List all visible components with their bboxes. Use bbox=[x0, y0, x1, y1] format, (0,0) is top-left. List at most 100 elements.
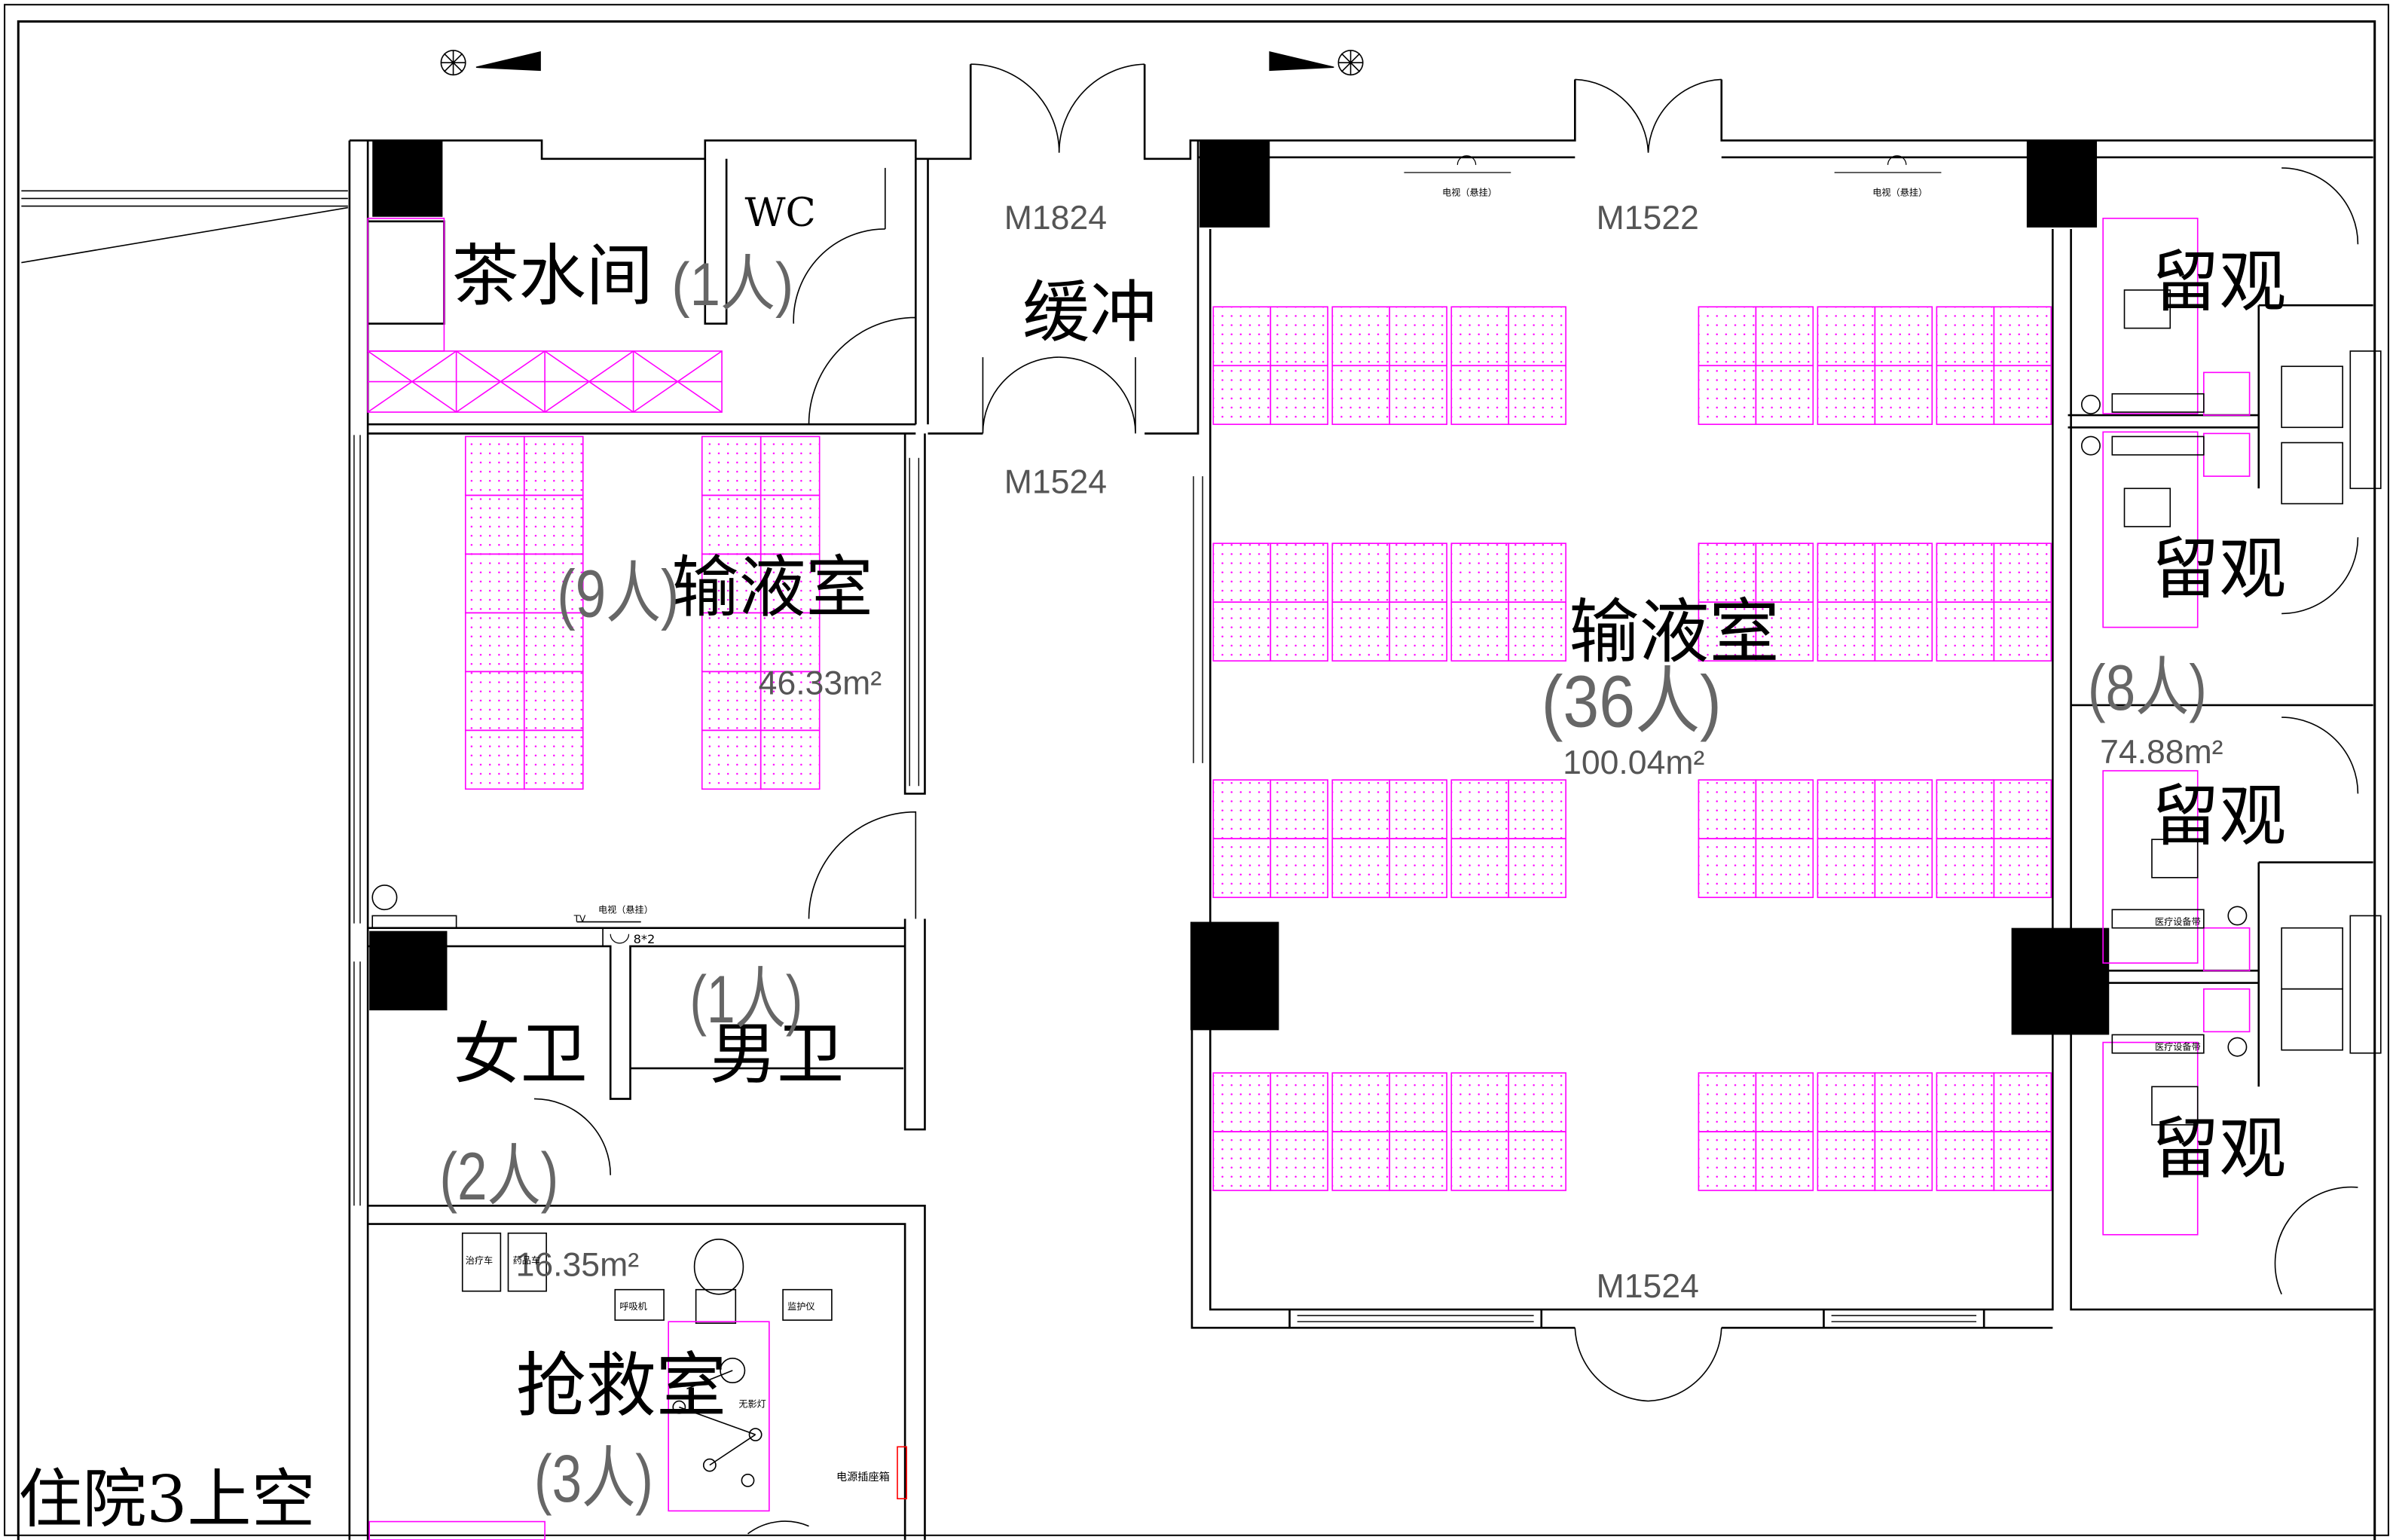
infusion-chair bbox=[1936, 838, 1995, 898]
shadowless-lamp-label: 无影灯 bbox=[738, 1399, 766, 1410]
infusion-chair bbox=[1874, 306, 1933, 367]
infusion-chair bbox=[1698, 779, 1757, 839]
infusion-chair bbox=[1755, 1131, 1814, 1191]
door-tag-m1524-buffer: M1524 bbox=[1004, 463, 1107, 500]
tv-hanging-label-2: 电视（悬挂） bbox=[1872, 186, 1927, 197]
door-tag-m1824: M1824 bbox=[1004, 200, 1107, 237]
infusion-chair bbox=[1936, 306, 1995, 367]
observation-occupancy: (8人) bbox=[2088, 652, 2207, 724]
infusion-small-occupancy: (9人) bbox=[557, 555, 679, 631]
observation-label-1: 留观 bbox=[2152, 243, 2286, 322]
tv-label: TV bbox=[573, 914, 586, 924]
infusion-chair bbox=[1755, 306, 1814, 367]
infusion-chair bbox=[1755, 365, 1814, 426]
infusion-chair bbox=[523, 612, 584, 673]
infusion-chair bbox=[1270, 306, 1329, 367]
infusion-chair bbox=[1212, 601, 1272, 662]
balcony-rail bbox=[21, 190, 348, 264]
infusion-chair bbox=[1698, 365, 1757, 426]
infusion-chair bbox=[759, 494, 821, 555]
medical-equipment-label-2: 医疗设备带 bbox=[2155, 1042, 2201, 1053]
infusion-chair bbox=[1508, 1131, 1566, 1191]
infusion-chair bbox=[1331, 1131, 1391, 1191]
infusion-chair bbox=[1817, 838, 1876, 898]
corner-label: 住院3上空 bbox=[18, 1463, 315, 1538]
infusion-chair bbox=[1936, 1131, 1995, 1191]
walls-right bbox=[1190, 79, 2373, 1329]
infusion-chair bbox=[1212, 542, 1272, 603]
infusion-chair bbox=[464, 494, 525, 555]
infusion-chair bbox=[1817, 779, 1876, 839]
infusion-chair bbox=[1450, 838, 1510, 898]
tea-counter bbox=[367, 217, 723, 413]
infusion-chair bbox=[1874, 601, 1933, 662]
infusion-chair bbox=[1874, 542, 1933, 603]
infusion-chair bbox=[1331, 306, 1391, 367]
infusion-chair bbox=[464, 553, 525, 614]
infusion-chair bbox=[1508, 1072, 1566, 1132]
tea-room-label: 茶水间 bbox=[452, 237, 653, 316]
infusion-chair bbox=[1450, 306, 1510, 367]
infusion-chair bbox=[1450, 542, 1510, 603]
infusion-chair bbox=[1874, 838, 1933, 898]
infusion-chair bbox=[1755, 838, 1814, 898]
infusion-chair bbox=[1817, 1131, 1876, 1191]
infusion-chair bbox=[1817, 365, 1876, 426]
infusion-chair bbox=[701, 671, 762, 732]
infusion-chair bbox=[1874, 779, 1933, 839]
infusion-chair bbox=[759, 553, 821, 614]
infusion-chair bbox=[1508, 365, 1566, 426]
infusion-chair bbox=[1270, 1131, 1329, 1191]
tea-room-occupancy: (1人) bbox=[671, 251, 793, 319]
rescue-room-label: 抢救室 bbox=[516, 1346, 726, 1427]
infusion-chair bbox=[1874, 1072, 1933, 1132]
infusion-chair bbox=[523, 671, 584, 732]
infusion-chair bbox=[1270, 365, 1329, 426]
infusion-small-area: 46.33m² bbox=[759, 665, 882, 702]
infusion-chair bbox=[523, 729, 584, 790]
infusion-chair bbox=[1212, 1131, 1272, 1191]
socket-label: 8*2 bbox=[634, 932, 656, 946]
infusion-chair bbox=[1389, 601, 1447, 662]
observation-beds bbox=[2102, 217, 2251, 1236]
door-swings bbox=[533, 63, 2359, 1535]
infusion-chair bbox=[1698, 1131, 1757, 1191]
windows bbox=[353, 435, 1977, 1322]
infusion-chair bbox=[1936, 779, 1995, 839]
infusion-chair bbox=[1993, 838, 2052, 898]
infusion-chair bbox=[1508, 542, 1566, 603]
infusion-chair bbox=[759, 612, 821, 673]
north-arrow-icon bbox=[440, 50, 541, 76]
infusion-chair bbox=[1270, 601, 1329, 662]
observation-area: 74.88m² bbox=[2100, 734, 2223, 771]
infusion-chair bbox=[1993, 365, 2052, 426]
medical-equipment-label-1: 医疗设备带 bbox=[2155, 917, 2201, 927]
infusion-chair bbox=[1331, 601, 1391, 662]
infusion-chair bbox=[701, 729, 762, 790]
infusion-chair bbox=[1993, 1072, 2052, 1132]
infusion-chair bbox=[1936, 601, 1995, 662]
infusion-chair bbox=[1755, 542, 1814, 603]
infusion-chair bbox=[1874, 365, 1933, 426]
male-wc-label: 男卫 bbox=[710, 1016, 844, 1094]
infusion-chair bbox=[1508, 306, 1566, 367]
infusion-chair bbox=[1331, 838, 1391, 898]
ceiling-tv-icons bbox=[558, 155, 1942, 944]
ventilator-label: 呼吸机 bbox=[619, 1301, 646, 1312]
infusion-chair bbox=[1755, 601, 1814, 662]
observation-label-3: 留观 bbox=[2152, 778, 2286, 856]
power-box-label: 电源插座箱 bbox=[836, 1471, 890, 1483]
infusion-chair bbox=[1817, 1072, 1876, 1132]
infusion-chair bbox=[1450, 1131, 1510, 1191]
door-tag-m1522: M1522 bbox=[1597, 200, 1699, 237]
medicine-cart-label: 药品车 bbox=[513, 1254, 540, 1266]
infusion-chair bbox=[464, 435, 525, 497]
infusion-chair bbox=[1755, 1072, 1814, 1132]
infusion-chair bbox=[759, 729, 821, 790]
infusion-chair bbox=[1450, 1072, 1510, 1132]
infusion-chair bbox=[523, 553, 584, 614]
wc-label: WC bbox=[744, 190, 815, 236]
infusion-chair bbox=[1817, 306, 1876, 367]
door-tag-m1524-bottom: M1524 bbox=[1597, 1268, 1699, 1305]
infusion-chair bbox=[1450, 601, 1510, 662]
